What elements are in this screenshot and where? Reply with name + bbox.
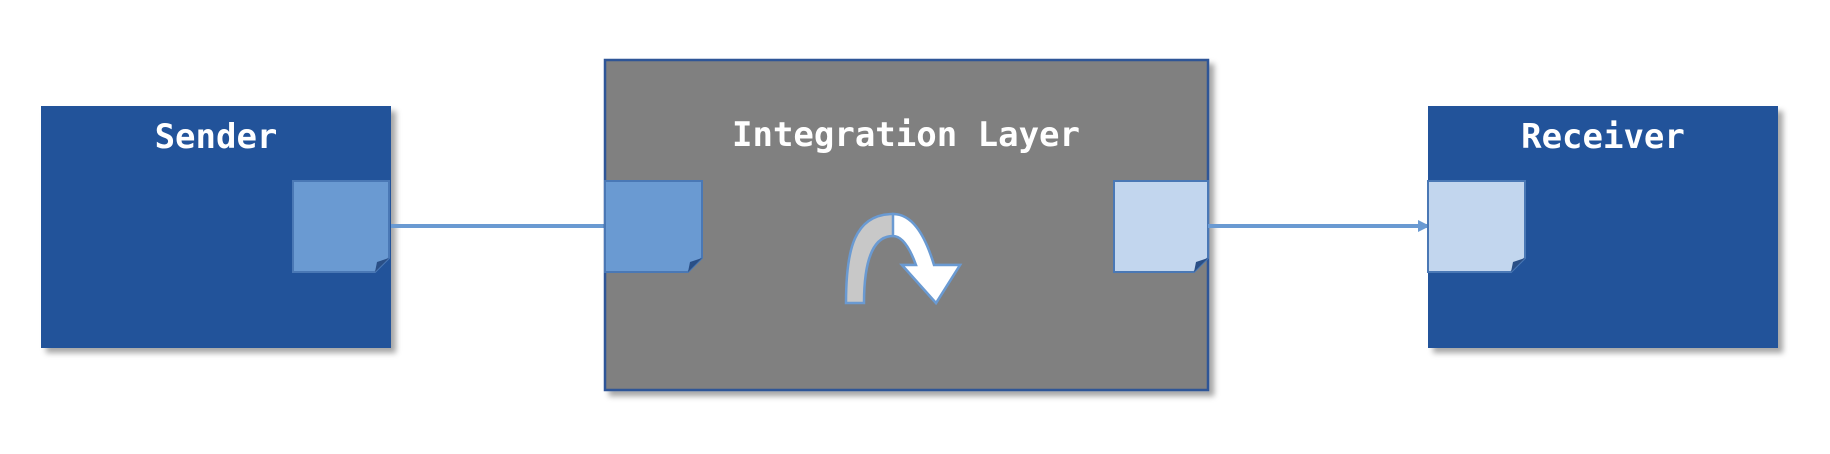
sender-box: Sender [41, 106, 391, 348]
receiver-box: Receiver [1427, 106, 1778, 348]
curved-arrow-icon [844, 212, 963, 306]
document-icon [1427, 180, 1526, 273]
integration-layer-box: Integration Layer [603, 58, 1210, 392]
document-icon [292, 180, 390, 273]
sender-title: Sender [155, 117, 278, 157]
integration-layer-title: Integration Layer [732, 115, 1080, 155]
receiver-title: Receiver [1521, 117, 1685, 157]
document-icon [604, 180, 703, 273]
document-icon [1113, 180, 1209, 273]
